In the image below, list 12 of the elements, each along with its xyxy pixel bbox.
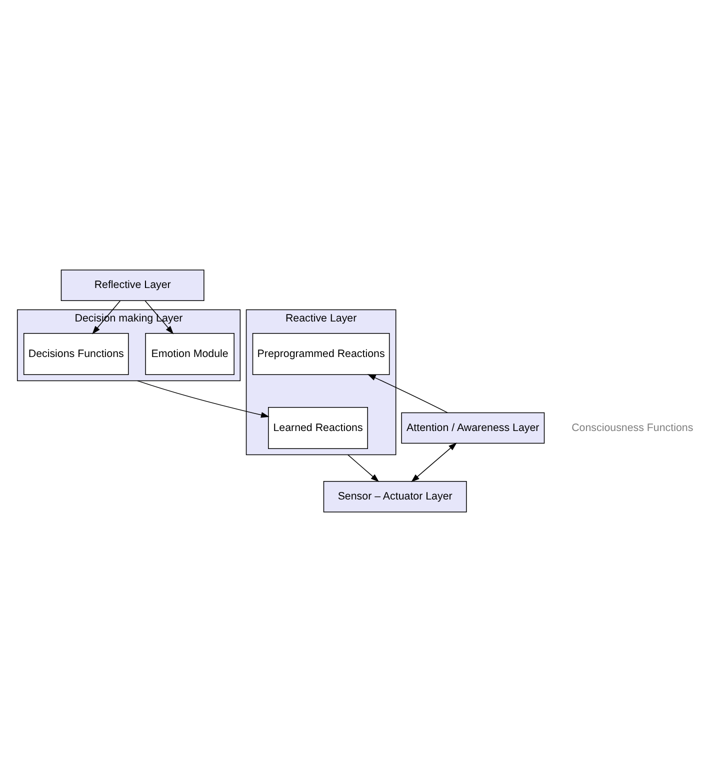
node-box: Learned Reactions (268, 406, 368, 448)
arrow (411, 442, 457, 482)
label: Consciousness Functions (572, 421, 694, 434)
node-box: Preprogrammed Reactions (252, 332, 390, 374)
node-box: Reflective Layer (60, 269, 204, 300)
arrow (367, 374, 448, 413)
node-box: Sensor – Actuator Layer (323, 480, 467, 512)
node-box: Decisions Functions (23, 332, 129, 374)
node-box: Emotion Module (145, 332, 234, 374)
node-box: Attention / Awareness Layer (401, 412, 545, 444)
arrow (136, 380, 270, 418)
arrow (347, 454, 380, 482)
